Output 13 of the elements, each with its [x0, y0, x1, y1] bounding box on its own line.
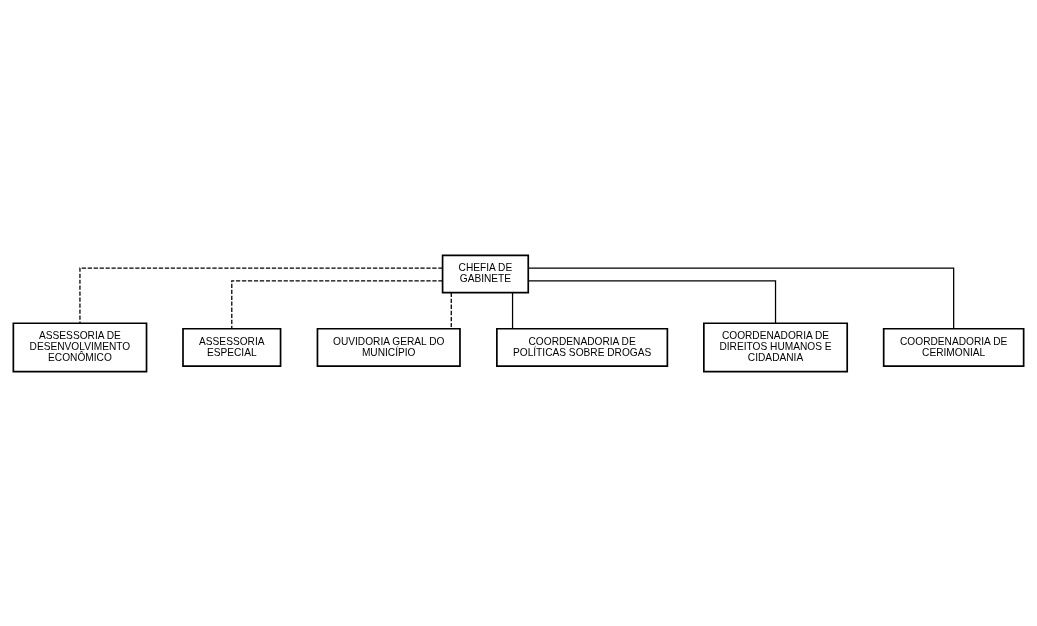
connector — [79, 267, 444, 324]
connector — [528, 267, 955, 329]
node-box: CHEFIA DE GABINETE — [441, 254, 530, 294]
connector — [511, 291, 514, 329]
node-box: COORDENADORIA DE POLÍTICAS SOBRE DROGAS — [496, 327, 669, 367]
connector — [231, 279, 444, 329]
connector — [527, 279, 777, 324]
node-box: ASSESSORIA ESPECIAL — [182, 327, 282, 367]
node-box: OUVIDORIA GERAL DO MUNICÍPIO — [316, 327, 461, 367]
connector — [450, 291, 452, 329]
node-box: COORDENADORIA DE DIREITOS HUMANOS E CIDADANIA — [703, 321, 849, 372]
node-box: ASSESSORIA DE DESENVOLVIMENTO ECONÔMICO — [12, 321, 148, 372]
node-box: COORDENADORIA DE CERIMONIAL — [882, 327, 1025, 367]
